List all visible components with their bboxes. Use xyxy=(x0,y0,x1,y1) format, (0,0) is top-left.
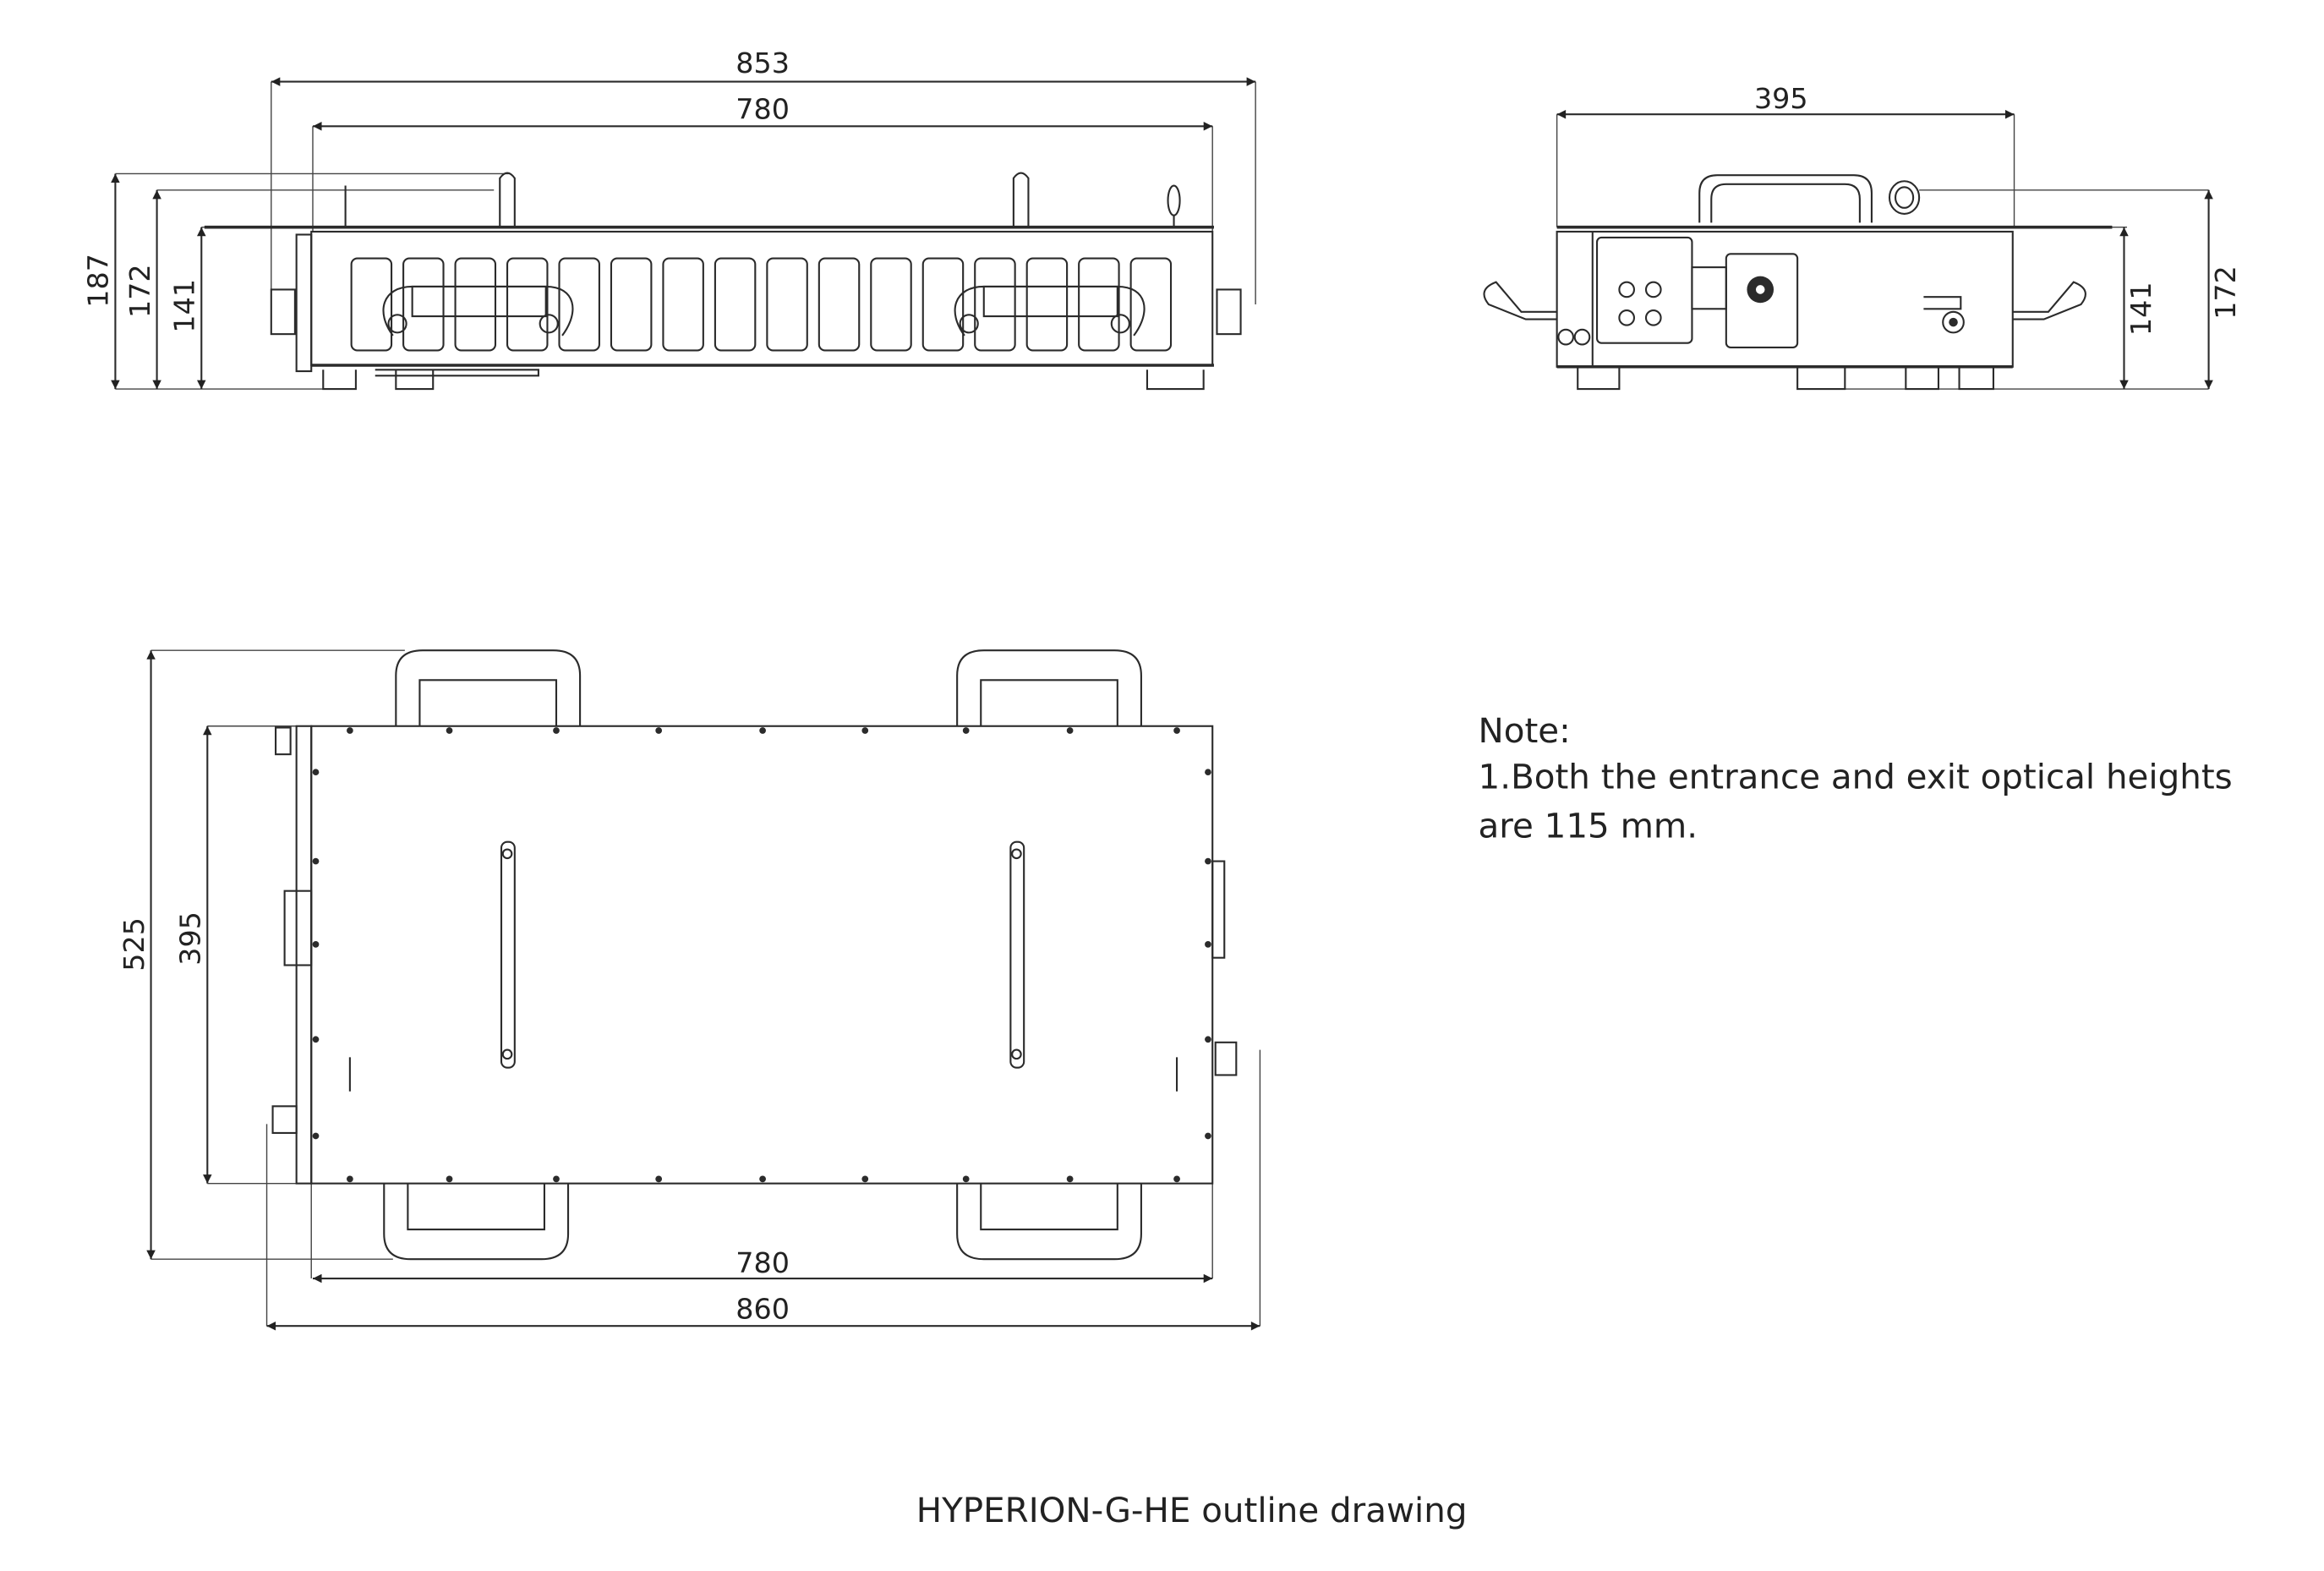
water-connector-left xyxy=(270,288,296,336)
bolt xyxy=(446,1175,453,1183)
bolt xyxy=(1066,727,1074,734)
bolt xyxy=(553,727,560,734)
bolt xyxy=(347,1175,353,1183)
water-connector-top-left xyxy=(271,1105,298,1134)
note-block: Note: 1.Both the entrance and exit optic… xyxy=(1479,711,2233,846)
drawing-caption: HYPERION-G-HE outline drawing xyxy=(916,1491,1468,1530)
bolt xyxy=(1205,769,1211,776)
bolt xyxy=(655,1175,663,1183)
dim-label-395-top: 395 xyxy=(174,911,207,966)
vent-slot xyxy=(921,257,965,352)
laser-body-side xyxy=(1556,230,2014,368)
bolt xyxy=(312,941,320,948)
laser-body-top xyxy=(310,725,1214,1185)
side-port-left xyxy=(283,890,313,966)
vent-slot xyxy=(714,257,757,352)
vent-slot xyxy=(454,257,497,352)
bolt xyxy=(312,1132,320,1140)
bolt xyxy=(312,857,320,865)
bolt xyxy=(962,727,970,734)
vent-slot xyxy=(1078,257,1120,352)
eye-bolt xyxy=(1167,184,1181,216)
vent-slot xyxy=(610,257,653,352)
dim-label-141-side: 141 xyxy=(2124,282,2157,336)
vent-slot xyxy=(506,257,549,352)
bolt xyxy=(1173,1175,1180,1183)
bolt xyxy=(759,727,766,734)
dim-label-780-top: 780 xyxy=(735,1246,790,1279)
dim-label-395-side: 395 xyxy=(1754,82,1808,115)
bolt xyxy=(312,769,320,776)
front-handle-right xyxy=(954,285,1146,337)
side-handle-left xyxy=(1483,281,1557,320)
top-view: 525 395 780 860 xyxy=(118,649,1261,1331)
front-handle-left xyxy=(382,285,574,337)
note-heading: Note: xyxy=(1479,711,1571,751)
bolt xyxy=(1173,727,1180,734)
vent-slot xyxy=(402,257,445,352)
dim-label-853: 853 xyxy=(735,47,790,79)
cooling-vents xyxy=(350,257,1173,352)
dim-label-172-side: 172 xyxy=(2209,265,2242,320)
bolt xyxy=(962,1175,970,1183)
note-line-2: are 115 mm. xyxy=(1479,806,1698,846)
note-line-1: 1.Both the entrance and exit optical hei… xyxy=(1479,758,2233,797)
dim-label-780: 780 xyxy=(735,92,790,125)
front-view: 853 780 187 172 141 xyxy=(82,47,1256,391)
water-connector-top-right xyxy=(1214,1041,1238,1076)
side-handle-right xyxy=(2012,281,2086,320)
eye-bolt-side xyxy=(1888,180,1921,215)
end-cap-left xyxy=(295,233,313,373)
bolt xyxy=(655,727,663,734)
vent-slot xyxy=(350,257,393,352)
bolt xyxy=(312,1036,320,1043)
vent-slot xyxy=(974,257,1016,352)
vent-slot xyxy=(662,257,704,352)
side-view: 395 141 172 xyxy=(1483,82,2242,391)
connector-panel xyxy=(1595,236,1693,344)
bolt xyxy=(1066,1175,1074,1183)
bolt xyxy=(347,727,353,734)
bolt xyxy=(1205,1132,1211,1140)
top-view-handles xyxy=(383,649,1142,1261)
bolt xyxy=(861,727,869,734)
cover-bolts xyxy=(312,727,1211,1183)
dim-label-172: 172 xyxy=(123,264,156,318)
bolt xyxy=(1205,1036,1211,1043)
bolt xyxy=(759,1175,766,1183)
bolt xyxy=(1205,941,1211,948)
vent-slot xyxy=(818,257,861,352)
vent-slot xyxy=(558,257,600,352)
optical-port-panel xyxy=(1725,253,1799,348)
vent-slot xyxy=(766,257,808,352)
vent-slot xyxy=(1025,257,1069,352)
laser-body-front xyxy=(310,230,1214,367)
connector-glands xyxy=(1618,281,1662,326)
bolt xyxy=(553,1175,560,1183)
dim-label-187: 187 xyxy=(82,254,115,308)
top-handle xyxy=(1698,174,1873,223)
bolt xyxy=(861,1175,869,1183)
dim-label-860: 860 xyxy=(735,1292,790,1325)
bolt xyxy=(1205,857,1211,865)
dim-label-525: 525 xyxy=(118,917,150,972)
vent-slot xyxy=(1129,257,1173,352)
bolt xyxy=(446,727,453,734)
inner-lifting-bars xyxy=(500,840,1025,1069)
vent-slot xyxy=(870,257,912,352)
water-connector-right xyxy=(1216,288,1242,336)
dim-label-141: 141 xyxy=(167,279,200,333)
